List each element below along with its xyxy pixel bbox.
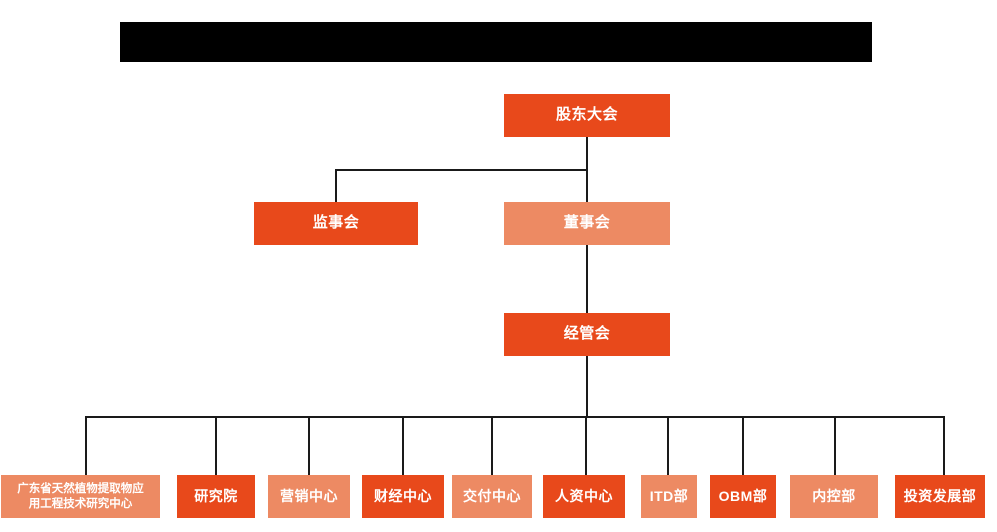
node-department-6[interactable]: ITD部 xyxy=(641,475,697,518)
node-label: 营销中心 xyxy=(280,487,338,504)
node-board-of-directors[interactable]: 董事会 xyxy=(504,202,670,245)
redacted-title-bar xyxy=(120,22,872,62)
node-label: 经管会 xyxy=(563,325,611,343)
node-department-2[interactable]: 营销中心 xyxy=(268,475,350,518)
connector-drop-10 xyxy=(943,416,945,475)
node-label: 研究院 xyxy=(194,487,238,504)
connector-drop-7 xyxy=(667,416,669,475)
node-label: 监事会 xyxy=(312,214,360,232)
connector-supervisory-vertical xyxy=(335,169,337,203)
node-department-0[interactable]: 广东省天然植物提取物应 用工程技术研究中心 xyxy=(1,475,160,518)
connector-drop-8 xyxy=(742,416,744,475)
node-department-4[interactable]: 交付中心 xyxy=(452,475,532,518)
node-label: 董事会 xyxy=(563,214,611,232)
node-department-3[interactable]: 财经中心 xyxy=(362,475,444,518)
node-label: 股东大会 xyxy=(555,106,618,124)
node-department-5[interactable]: 人资中心 xyxy=(543,475,625,518)
connector-drop-2 xyxy=(215,416,217,475)
connector-drop-5 xyxy=(491,416,493,475)
connector-drop-3 xyxy=(308,416,310,475)
connector-department-bus xyxy=(86,416,945,418)
node-management-committee[interactable]: 经管会 xyxy=(504,313,670,356)
connector-drop-4 xyxy=(402,416,404,475)
node-label: ITD部 xyxy=(649,487,689,504)
connector-supervisory-horizontal xyxy=(336,169,588,171)
node-supervisory-board[interactable]: 监事会 xyxy=(254,202,418,245)
node-label: 财经中心 xyxy=(374,487,432,504)
connector-drop-6 xyxy=(585,416,587,475)
node-department-8[interactable]: 内控部 xyxy=(790,475,878,518)
node-label: 投资发展部 xyxy=(903,487,977,504)
node-label: 广东省天然植物提取物应 用工程技术研究中心 xyxy=(17,483,144,510)
connector-management-down xyxy=(586,356,588,417)
node-department-1[interactable]: 研究院 xyxy=(177,475,255,518)
node-department-9[interactable]: 投资发展部 xyxy=(895,475,985,518)
node-label: 内控部 xyxy=(812,487,856,504)
connector-drop-1 xyxy=(85,416,87,475)
node-department-7[interactable]: OBM部 xyxy=(710,475,776,518)
node-label: OBM部 xyxy=(718,487,768,504)
node-label: 人资中心 xyxy=(555,487,613,504)
node-shareholders-meeting[interactable]: 股东大会 xyxy=(504,94,670,137)
connector-board-to-management xyxy=(586,243,588,322)
connector-drop-9 xyxy=(834,416,836,475)
node-label: 交付中心 xyxy=(463,487,521,504)
